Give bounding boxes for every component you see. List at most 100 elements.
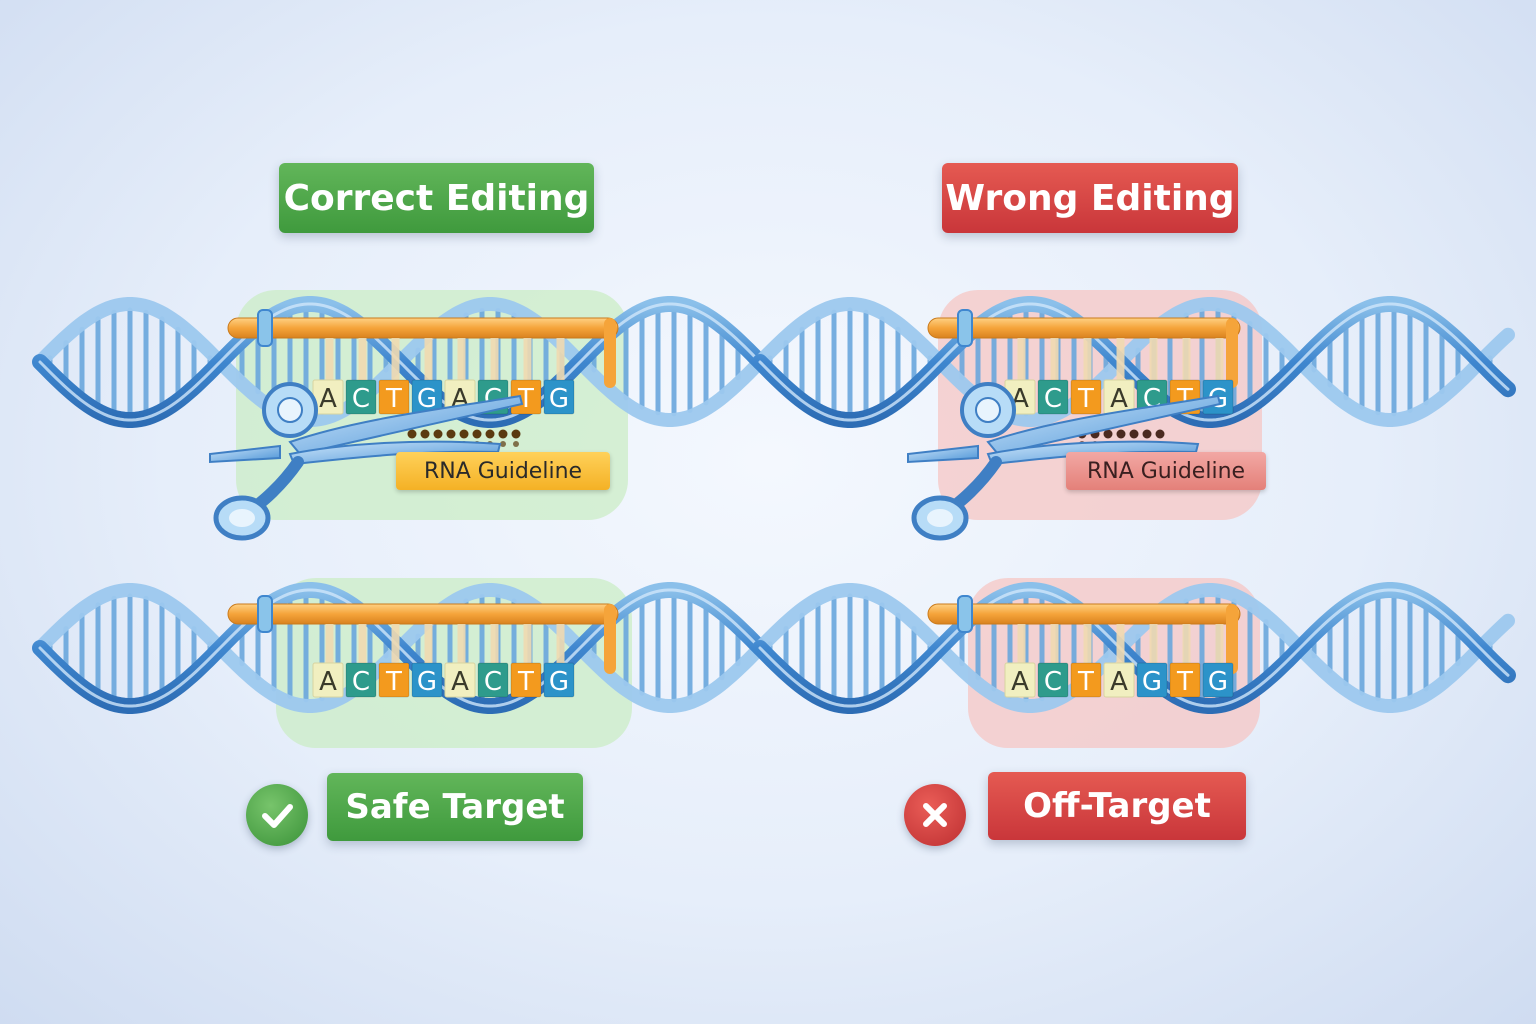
backbone-highlight (758, 588, 1510, 708)
guide-dot (433, 429, 443, 439)
base-letter: C (352, 384, 370, 414)
guide-dot (1103, 429, 1113, 439)
bridge-rung (1017, 624, 1026, 663)
bridge-rung (1116, 338, 1125, 380)
cas-clamp (257, 309, 273, 347)
bridge-rung (1149, 624, 1158, 663)
scissor-blade (209, 444, 281, 464)
rna-guide-label-wrong: RNA Guideline (1066, 452, 1266, 490)
base-letter: G (1208, 667, 1228, 697)
bridge-rung (1017, 338, 1026, 380)
backbone-strand (753, 297, 1515, 427)
base-box-c (1037, 379, 1069, 415)
scissor-blade (288, 394, 524, 456)
bridge-rung (325, 338, 334, 380)
base-box-t (378, 379, 410, 415)
cas-clamp (957, 595, 973, 633)
guide-dot (459, 429, 469, 439)
bridge-rung (391, 624, 400, 663)
scissor-blade (986, 394, 1222, 456)
bridge-rung (358, 624, 367, 663)
bridge-rung (1182, 338, 1191, 380)
base-box-a (1103, 662, 1135, 698)
base-box-a (444, 662, 476, 698)
base-letter: A (451, 667, 469, 697)
bridge-drop (604, 318, 616, 388)
guide-rna-bridge (927, 603, 1241, 625)
cas-clamp (957, 309, 973, 347)
base-box-g (411, 662, 443, 698)
bridge-rung (1182, 624, 1191, 663)
bridge-rung (523, 338, 532, 380)
base-box-g (1202, 662, 1234, 698)
base-letter: C (484, 667, 502, 697)
bridge-rung (457, 338, 466, 380)
bridge-rung (1215, 624, 1224, 663)
base-box-t (1070, 379, 1102, 415)
backbone-highlight (38, 588, 762, 708)
base-box-c (1037, 662, 1069, 698)
guide-dot (472, 429, 482, 439)
off-target-badge: Off-Target (988, 772, 1246, 840)
backbone-highlight (38, 302, 762, 422)
base-letter: T (517, 667, 534, 697)
base-letter: C (1044, 667, 1062, 697)
bridge-rung (1083, 338, 1092, 380)
check-icon (246, 784, 308, 846)
bridge-rung (490, 338, 499, 380)
bridge-rung (523, 624, 532, 663)
guide-dot (485, 429, 495, 439)
wrong-editing-title: Wrong Editing (942, 163, 1238, 233)
base-letter: G (1142, 667, 1162, 697)
correct-editing-title: Correct Editing (279, 163, 594, 233)
guide-dot (513, 441, 519, 447)
base-box-t (378, 662, 410, 698)
base-letter: T (1176, 667, 1193, 697)
guide-dot (498, 429, 508, 439)
cas-clamp (257, 595, 273, 633)
bridge-rung (391, 338, 400, 380)
bridge-rung (457, 624, 466, 663)
backbone-highlight (758, 302, 1510, 422)
base-letter: A (1110, 667, 1128, 697)
guide-dot (420, 429, 430, 439)
base-letter: G (549, 384, 569, 414)
base-box-t (1070, 662, 1102, 698)
bridge-drop (1226, 604, 1238, 674)
base-letter: C (352, 667, 370, 697)
base-box-g (543, 662, 575, 698)
base-letter: A (1110, 384, 1128, 414)
guide-rna-bridge (227, 317, 619, 339)
base-box-t (1169, 662, 1201, 698)
scissor-ring-hole (927, 509, 953, 527)
cross-icon (904, 784, 966, 846)
scissors-icon (209, 382, 524, 541)
base-letter: A (1011, 667, 1029, 697)
base-box-t (510, 662, 542, 698)
bridge-rung (1050, 624, 1059, 663)
bridge-rung (325, 624, 334, 663)
bridge-rung (1215, 338, 1224, 380)
scissor-blade (907, 444, 979, 464)
bridge-rung (1050, 338, 1059, 380)
base-letter: T (517, 384, 534, 414)
bridge-rung (490, 624, 499, 663)
base-letter: G (549, 667, 569, 697)
guide-dot (446, 429, 456, 439)
scissor-ring-hole (975, 397, 1001, 423)
scissor-ring-hole (229, 509, 255, 527)
base-box-g (1136, 662, 1168, 698)
bridge-rung (424, 624, 433, 663)
guide-dot (1116, 429, 1126, 439)
base-letter: T (385, 384, 402, 414)
base-letter: A (319, 384, 337, 414)
guide-dot (511, 429, 521, 439)
bridge-rung (1083, 624, 1092, 663)
base-letter: G (417, 384, 437, 414)
base-box-c (477, 662, 509, 698)
bridge-rung (1149, 338, 1158, 380)
bridge-rung (1116, 624, 1125, 663)
